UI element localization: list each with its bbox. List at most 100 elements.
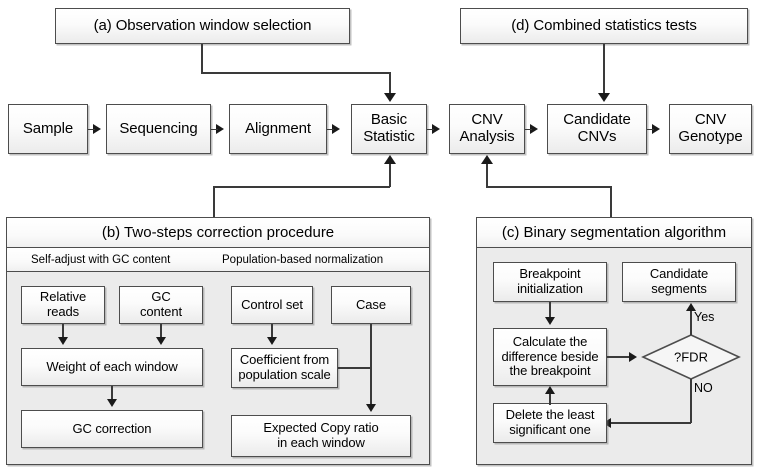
edge-case-vertical xyxy=(370,324,372,406)
panel-b-title: (b) Two-steps correction procedure xyxy=(101,224,335,241)
pipeline-step-sample[interactable]: Sample xyxy=(8,104,88,154)
edge-case-arrowhead xyxy=(366,404,376,412)
pipeline-arrow-1-stem xyxy=(88,128,95,131)
edge-gc-content-to-weight xyxy=(160,324,162,339)
pipeline-arrow-6-stem xyxy=(647,128,654,131)
pipeline-step-sequencing[interactable]: Sequencing xyxy=(106,104,211,154)
connector-a-segment-vertical-1 xyxy=(201,44,203,73)
node-label: Control set xyxy=(241,296,303,312)
connector-b-up-from-panel xyxy=(213,186,215,217)
box-combined-statistics-tests[interactable]: (d) Combined statistics tests xyxy=(460,8,748,44)
edge-label-no: NO xyxy=(694,381,713,395)
edge-delete-arrowhead xyxy=(545,386,555,394)
edge-weight-to-gc-correction xyxy=(111,386,113,401)
edge-control-set-to-coefficient xyxy=(271,324,273,339)
node-label-line2: segments xyxy=(651,281,707,296)
node-label-line2: initialization xyxy=(517,281,583,296)
panel-c-body: Breakpoint initialization Candidate segm… xyxy=(477,248,751,464)
connector-b-up-to-basic-statistic xyxy=(389,164,391,187)
edge-breakpoint-arrowhead xyxy=(545,317,555,325)
node-gc-correction[interactable]: GC correction xyxy=(21,410,203,448)
connector-a-segment-horizontal xyxy=(201,72,390,74)
node-control-set[interactable]: Control set xyxy=(231,286,313,324)
panel-b-subtitle-bar: Self-adjust with GC content Population-b… xyxy=(7,248,429,272)
node-label-line2: reads xyxy=(46,304,80,319)
node-delete-least-significant[interactable]: Delete the least significant one xyxy=(493,403,607,443)
panel-b-title-bar: (b) Two-steps correction procedure xyxy=(7,218,429,248)
edge-calculate-to-decision-arrowhead xyxy=(629,352,637,362)
node-relative-reads[interactable]: Relative reads xyxy=(21,286,105,324)
pipeline-arrow-3-stem xyxy=(327,128,334,131)
node-label-line1: Expected Copy ratio xyxy=(263,420,379,436)
pipeline-step-label-line2: Analysis xyxy=(459,128,515,145)
edge-no-horizontal xyxy=(609,422,691,424)
node-breakpoint-initialization[interactable]: Breakpoint initialization xyxy=(493,262,607,302)
node-label-line1: GC xyxy=(151,289,171,305)
connector-b-arrowhead xyxy=(384,155,396,164)
connector-c-up-to-cnv-analysis xyxy=(486,164,488,187)
node-calculate-difference[interactable]: Calculate the difference beside the brea… xyxy=(493,328,607,386)
node-label-line2: difference beside xyxy=(501,348,599,364)
edge-label-yes: Yes xyxy=(694,310,715,324)
edge-gc-content-arrowhead xyxy=(156,337,166,345)
node-label-line1: Breakpoint xyxy=(519,266,581,282)
edge-coefficient-join-horizontal xyxy=(338,367,371,369)
pipeline-step-label-line1: CNV xyxy=(471,111,503,129)
connector-a-segment-vertical-2 xyxy=(389,72,391,95)
pipeline-arrow-2 xyxy=(216,124,224,134)
edge-relative-reads-to-weight xyxy=(62,324,64,339)
pipeline-arrow-4-stem xyxy=(427,128,434,131)
connector-c-up-from-panel xyxy=(610,186,612,217)
connector-d-segment-vertical xyxy=(603,44,605,95)
node-label-line1: Calculate the xyxy=(512,334,588,350)
box-label: (d) Combined statistics tests xyxy=(511,16,697,34)
pipeline-step-basic-statistic[interactable]: Basic Statistic xyxy=(351,104,427,154)
pipeline-step-candidate-cnvs[interactable]: Candidate CNVs xyxy=(547,104,647,154)
panel-two-steps-correction: (b) Two-steps correction procedure Self-… xyxy=(6,217,430,465)
pipeline-step-cnv-analysis[interactable]: CNV Analysis xyxy=(449,104,525,154)
node-expected-copy-ratio[interactable]: Expected Copy ratio in each window xyxy=(231,415,411,457)
node-gc-content[interactable]: GC content xyxy=(119,286,203,324)
pipeline-arrow-4 xyxy=(432,124,440,134)
decision-fdr[interactable]: ?FDR xyxy=(641,333,741,381)
edge-control-set-arrowhead xyxy=(267,337,277,345)
pipeline-step-label-line1: CNV xyxy=(694,111,727,129)
pipeline-step-label: Alignment xyxy=(245,119,311,137)
connector-d-arrowhead xyxy=(598,93,610,102)
pipeline-arrow-6 xyxy=(652,124,660,134)
node-candidate-segments[interactable]: Candidate segments xyxy=(622,262,736,302)
node-label-line1: Relative xyxy=(39,289,87,305)
edge-relative-reads-arrowhead xyxy=(58,337,68,345)
pipeline-arrow-5-stem xyxy=(525,128,532,131)
pipeline-arrow-2-stem xyxy=(211,128,218,131)
edge-breakpoint-to-calculate xyxy=(549,302,551,319)
node-coefficient-population-scale[interactable]: Coefficient from population scale xyxy=(231,348,338,388)
node-label-line2: population scale xyxy=(238,367,331,382)
edge-delete-to-calculate xyxy=(549,394,551,405)
connector-a-arrowhead xyxy=(384,93,396,102)
pipeline-step-label-line2: Genotype xyxy=(678,128,743,145)
edge-calculate-to-decision xyxy=(607,356,634,358)
pipeline-step-alignment[interactable]: Alignment xyxy=(229,104,327,154)
edge-weight-arrowhead xyxy=(107,399,117,407)
pipeline-step-label: Sample xyxy=(22,119,74,137)
box-label: (a) Observation window selection xyxy=(93,16,312,34)
node-weight-of-each-window[interactable]: Weight of each window xyxy=(21,348,203,386)
node-label-line2: in each window xyxy=(277,435,365,450)
node-label-line1: Coefficient from xyxy=(239,352,330,368)
node-label: GC correction xyxy=(72,420,152,436)
panel-c-title: (c) Binary segmentation algorithm xyxy=(501,224,727,241)
box-observation-window-selection[interactable]: (a) Observation window selection xyxy=(55,8,350,44)
pipeline-step-label-line2: CNVs xyxy=(577,128,617,145)
edge-no-vertical xyxy=(690,379,692,423)
node-label-line1: Candidate xyxy=(649,266,709,282)
node-label-line3: the breakpoint xyxy=(509,363,591,379)
pipeline-arrow-1 xyxy=(93,124,101,134)
edge-no-arrowhead xyxy=(603,418,611,428)
node-label: Case xyxy=(356,296,386,312)
pipeline-step-cnv-genotype[interactable]: CNV Genotype xyxy=(669,104,752,154)
node-case[interactable]: Case xyxy=(331,286,411,324)
panel-b-subtitle-left: Self-adjust with GC content xyxy=(31,253,171,266)
pipeline-arrow-5 xyxy=(530,124,538,134)
